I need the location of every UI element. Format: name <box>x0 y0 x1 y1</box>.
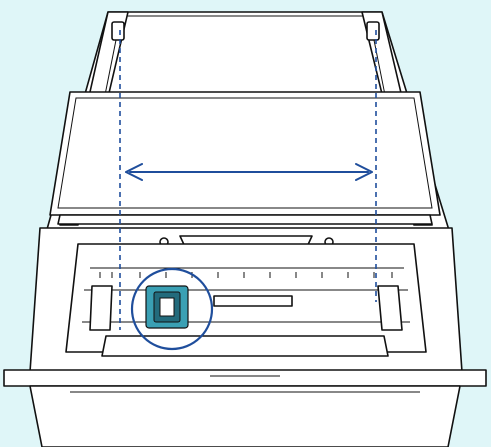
output-tray <box>3 369 487 447</box>
left-rail-tab <box>111 21 125 41</box>
magnifier-circle-icon <box>130 267 214 351</box>
double-headed-arrow-icon <box>125 163 373 181</box>
left-paper-guide <box>89 285 113 331</box>
right-paper-guide <box>377 285 403 331</box>
highlighted-module <box>145 285 189 329</box>
roller-bar <box>101 335 389 357</box>
scanner-body <box>29 227 463 373</box>
right-rail-tab <box>366 21 380 41</box>
paper-chute <box>49 91 441 225</box>
